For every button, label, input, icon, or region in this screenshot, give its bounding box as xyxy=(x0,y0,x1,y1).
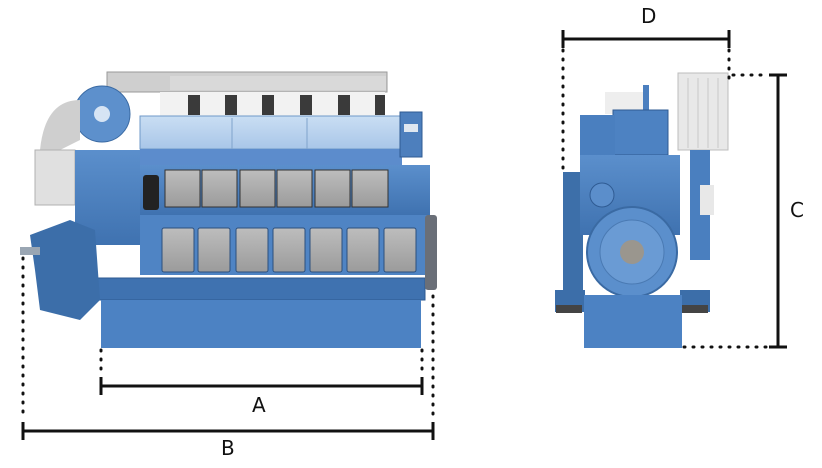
dimension-d xyxy=(561,30,731,174)
dimension-b xyxy=(21,256,435,440)
dimension-c xyxy=(682,73,787,349)
dimension-label-d: D xyxy=(641,4,657,28)
engine-side-view xyxy=(20,71,437,348)
dimension-a xyxy=(99,348,424,395)
dimension-label-c: C xyxy=(790,198,804,222)
engine-end-view xyxy=(555,72,729,348)
dimension-label-b: B xyxy=(221,436,235,460)
dimension-label-a: A xyxy=(252,393,266,417)
